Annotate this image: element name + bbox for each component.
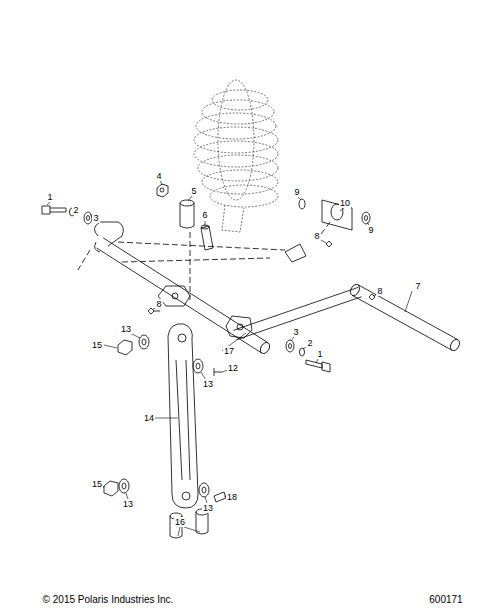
- callout-number: 13: [122, 499, 134, 509]
- callout-number: 8: [376, 286, 383, 296]
- callout-number: 17: [223, 346, 235, 356]
- shock-spring: [194, 80, 278, 232]
- callout-number: 3: [292, 327, 299, 337]
- callout-number: 13: [202, 379, 214, 389]
- callout-number: 13: [120, 324, 132, 334]
- callout-number: 1: [46, 192, 53, 202]
- copyright-note: © 2015 Polaris Industries Inc.: [42, 594, 175, 606]
- callout-number: 8: [155, 299, 162, 309]
- callout-number: 1: [316, 349, 323, 359]
- alignment-line: [78, 222, 330, 300]
- leader-line: [47, 180, 412, 536]
- callout-number: 16: [174, 517, 186, 527]
- callout-number: 18: [226, 492, 238, 502]
- fasteners: [42, 184, 375, 376]
- callout-number: 12: [227, 363, 239, 373]
- callout-number: 8: [313, 231, 320, 241]
- callout-number: 4: [155, 171, 162, 181]
- callout-number: 6: [201, 210, 208, 220]
- callout-number: 7: [414, 281, 421, 291]
- callout-number: 9: [293, 187, 300, 197]
- callout-number: 5: [190, 186, 197, 196]
- callout-number: 9: [367, 225, 374, 235]
- callout-number: 15: [91, 479, 103, 489]
- callout-number: 15: [91, 340, 103, 350]
- pivot-arm: [94, 222, 461, 355]
- link-bar: [104, 324, 226, 538]
- callout-number: 10: [339, 198, 351, 208]
- callout-number: 13: [202, 503, 214, 513]
- callout-number: 3: [92, 213, 99, 223]
- callout-number: 2: [72, 205, 79, 215]
- figure-number: 600171: [428, 594, 463, 606]
- callout-number: 14: [143, 413, 155, 423]
- callout-number: 2: [306, 338, 313, 348]
